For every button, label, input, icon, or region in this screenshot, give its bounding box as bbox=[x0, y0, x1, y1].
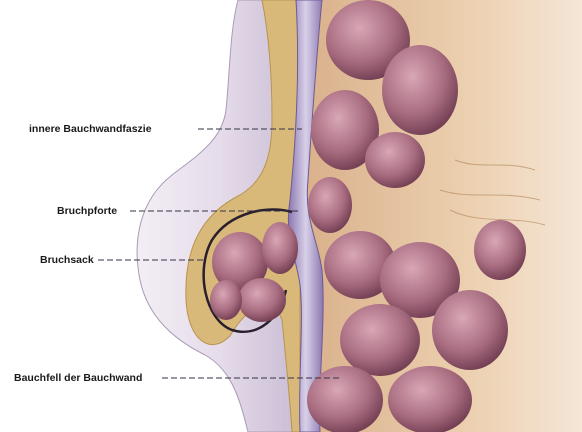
label-hernial-sac: Bruchsack bbox=[40, 254, 94, 266]
label-peritoneum: Bauchfell der Bauchwand bbox=[14, 372, 142, 384]
label-hernial-gate: Bruchpforte bbox=[57, 205, 117, 217]
label-inner-fascia: innere Bauchwandfaszie bbox=[29, 123, 152, 135]
